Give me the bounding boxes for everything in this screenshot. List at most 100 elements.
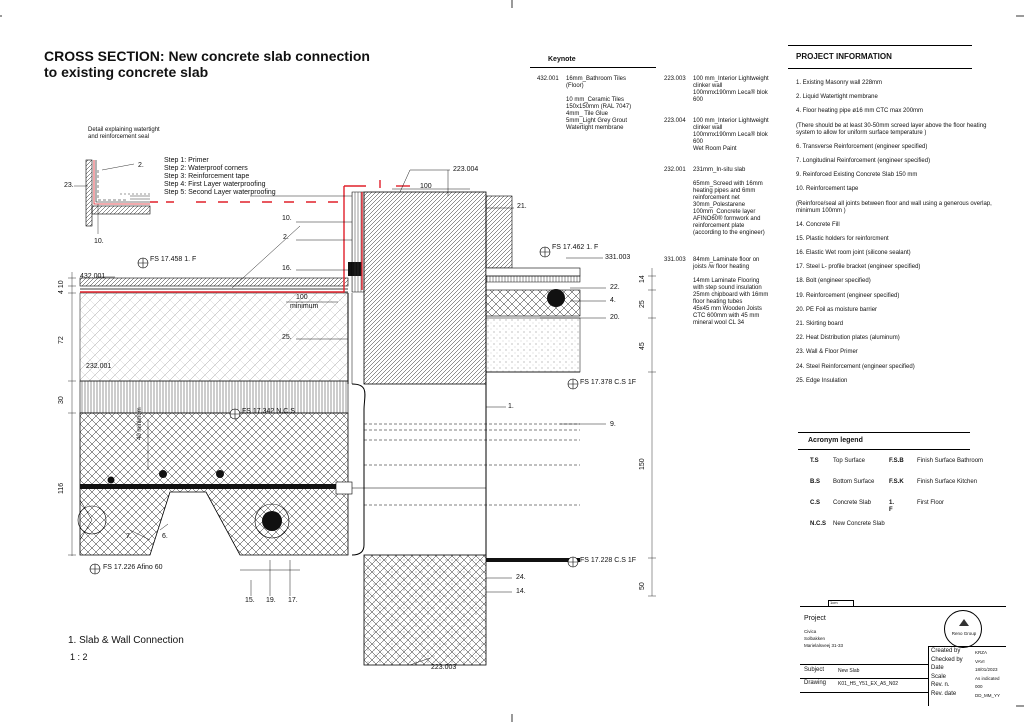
project-info-header: PROJECT INFORMATION	[796, 52, 892, 61]
label-19: 19.	[266, 597, 276, 604]
label-10: 10.	[94, 238, 104, 245]
keynote-line: 100 mm_Interior Lightweight	[693, 76, 769, 82]
dim-14: 14	[639, 275, 646, 283]
detail-note: Detail explaining watertight and reinfor…	[88, 127, 160, 140]
label-24: 24.	[516, 574, 526, 581]
label-1: 1.	[508, 403, 514, 410]
keynote-line: 14mm Laminate Flooring	[693, 278, 760, 284]
project-info-item: (There should be at least 30-50mm screed…	[796, 122, 987, 136]
acronym-header: Acronym legend	[808, 437, 863, 444]
field-label: Created by	[931, 648, 961, 654]
field-value: As indicated	[975, 675, 1000, 681]
ref-232001: 232.001	[86, 363, 112, 370]
project-label: Project	[804, 615, 826, 622]
field-label: Scale	[931, 673, 947, 680]
keynote-line: 100mmx190mm Leca® blok	[693, 90, 768, 96]
title-block-field: Rev. date DD_MM_YY	[931, 691, 1006, 700]
dim-100: 100	[296, 294, 308, 301]
dim-25: 25	[639, 300, 646, 308]
project-info-item: 1. Existing Masonry wall 228mm	[796, 80, 883, 86]
dim-116: 116	[58, 482, 65, 494]
keynote-line: 45x45 mm Wooden Joists	[693, 306, 762, 312]
title-block: 1cm Project Civica Solbakken Marielalsve…	[800, 600, 1006, 706]
field-label: Rev. n.	[931, 682, 950, 688]
project-info-item: 14. Concrete Fill	[796, 221, 840, 228]
keynote-line	[693, 174, 803, 181]
field-label: Rev. date	[931, 690, 957, 697]
project-info-item: 7. Longitudinal Reinforcement (engineer …	[796, 157, 931, 164]
scale-bar-label: 1cm	[830, 600, 838, 605]
step-item: Step 1: Primer	[164, 157, 209, 164]
level-fs-17378: FS 17.378 C.S 1F	[580, 379, 637, 386]
field-label: Checked by	[931, 656, 963, 663]
label-15: 15.	[245, 597, 255, 604]
keynote-line: 84mm_Laminate floor on	[693, 257, 760, 263]
title-block-field: Checked by VAVI	[931, 657, 1006, 666]
label-2: 2.	[283, 234, 289, 241]
ref-331003: 331.003	[605, 254, 631, 261]
drawing-label: Drawing	[804, 680, 827, 686]
detail-scale: 1 : 2	[70, 652, 88, 662]
label-16: 16.	[282, 265, 292, 272]
project-info-item: 16. Elastic Wet room joint (silicone sea…	[796, 250, 911, 257]
keynote-line: 30mm_Polestarene	[693, 202, 746, 208]
keynote-line: 600	[693, 97, 704, 103]
existing-floor	[485, 267, 581, 562]
label-17: 17.	[288, 597, 298, 604]
field-value: VAVI	[975, 658, 985, 664]
dim-45: 45	[639, 342, 646, 350]
keynote-line: 65mm_Screed with 16mm	[693, 181, 763, 187]
dim-minimum: minimum	[290, 303, 319, 310]
dim-40-minimum: 40 minimum	[137, 407, 143, 440]
acronym-header-bar: Acronym legend	[798, 432, 970, 450]
keynote-line: 100mm_Concrete layer	[693, 209, 756, 215]
keynote-line: 231mm_In-situ slab	[693, 167, 746, 173]
keynote-header: Keynote	[548, 56, 576, 63]
keynote-line: joists /w floor heating	[693, 264, 750, 270]
project-info-item: 17. Steel L- profile bracket (engineer s…	[796, 264, 921, 271]
project-info-item: 23. Wall & Floor Primer	[796, 349, 858, 356]
level-fs-17458: FS 17.458 1. F	[150, 256, 197, 263]
project-info-item: 15. Plastic holders for reinforcment	[796, 235, 889, 242]
label-20: 20.	[610, 314, 620, 321]
dim-50: 50	[639, 582, 646, 590]
label-6: 6.	[162, 533, 168, 540]
ref-223004: 223.004	[453, 166, 479, 173]
field-value: DD_MM_YY	[975, 692, 1001, 698]
project-info-item: (Reinforce/seal all joints between floor…	[796, 200, 992, 214]
keynote-line: clinker wall	[693, 83, 723, 89]
project-info-item: 22. Heat Distribution plates (aluminum)	[796, 335, 900, 342]
project-info-item: 19. Reinforcement (engineer specified)	[796, 292, 900, 299]
project-info-item: 6. Transverse Reinforcement (engineer sp…	[796, 143, 928, 150]
label-23: 23.	[64, 182, 74, 189]
level-markers	[89, 246, 579, 575]
existing-wall	[335, 191, 580, 666]
level-fs-17226: FS 17.226 Afino 60	[103, 564, 163, 571]
label-4: 4.	[610, 297, 616, 304]
label-25: 25.	[282, 334, 292, 341]
project-lines: Civica Solbakken Marielalsveej 31-33	[804, 629, 844, 648]
label-7: 7.	[126, 533, 132, 540]
keynote-line: mineral wool CL 34	[693, 320, 745, 326]
page-title: CROSS SECTION: New concrete slab connect…	[44, 48, 370, 80]
keynote-line: 5mm_Light Grey Grout	[566, 118, 628, 124]
label-2: 2.	[138, 162, 144, 169]
label-14: 14.	[516, 588, 526, 595]
project-info-item: 24. Steel Reinforcement (engineer specif…	[796, 363, 915, 370]
ref-223003: 223.003	[431, 664, 457, 671]
step-item: Step 4: First Layer waterproofing	[164, 181, 266, 188]
level-fs-17462: FS 17.462 1. F	[552, 244, 599, 251]
keynote-line: 100mmx190mm Leca® blok	[693, 132, 768, 138]
keynote-line: 16mm_Bathroom Tiles	[566, 76, 627, 82]
project-info-item: 4. Floor heating pipe ø16 mm CTC max 200…	[796, 108, 924, 115]
keynote-line: (according to the engineer)	[693, 230, 765, 236]
project-info-item: 25. Edge Insulation	[796, 377, 848, 384]
keynote-line: with step sound insulation	[693, 285, 762, 291]
dim-30: 30	[58, 396, 65, 404]
keynote-line: 10 mm_Ceramic Tiles	[566, 97, 625, 103]
logo-house-icon	[959, 619, 969, 626]
keynote-line: heating pipes and 6mm	[693, 188, 756, 194]
keynote-line: 150x150mm (RAL 7047)	[566, 104, 632, 110]
